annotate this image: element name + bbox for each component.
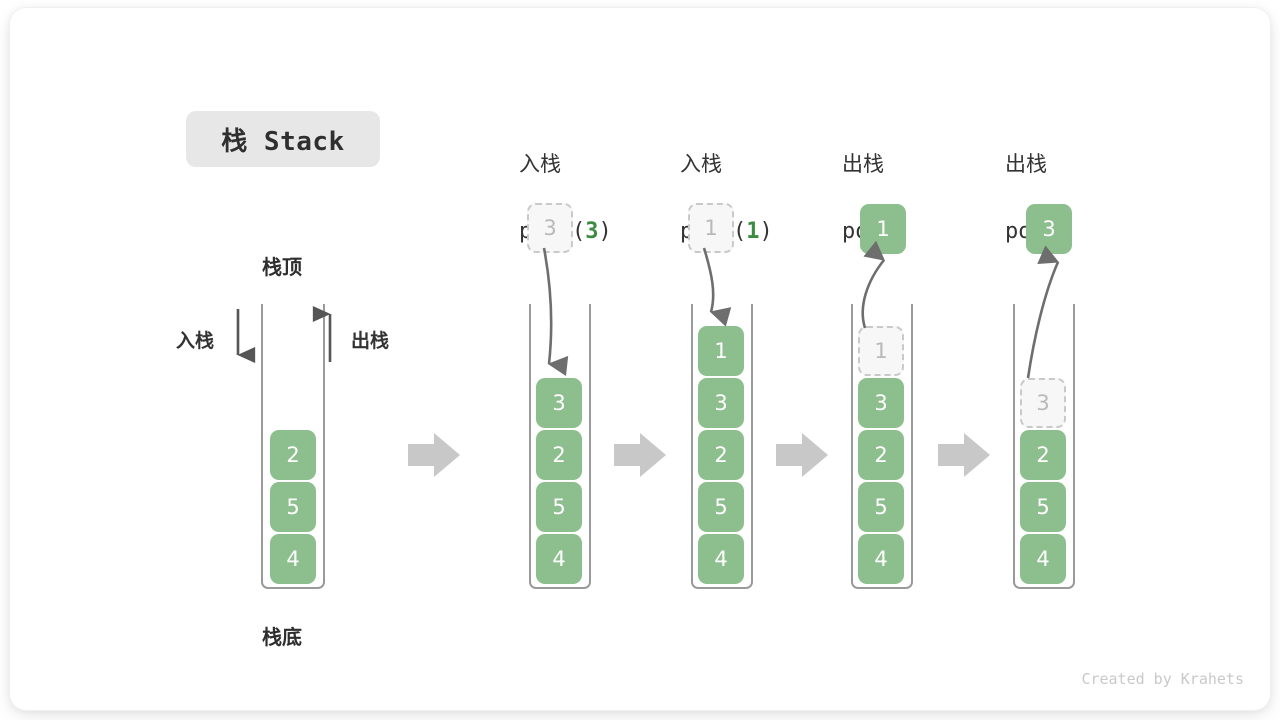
stack-bottom-label: 栈底 [262, 625, 302, 649]
stack-tube-push-3 [529, 304, 591, 589]
stack-cell: 5 [1020, 482, 1066, 532]
stack-cell: 5 [858, 482, 904, 532]
credit-label: Created by Krahets [1081, 670, 1244, 688]
stack-cell: 2 [270, 430, 316, 480]
stack-cell: 2 [1020, 430, 1066, 480]
popped-cell: 3 [1026, 204, 1072, 254]
step-arrow [776, 433, 828, 477]
step-arrow [938, 433, 990, 477]
stack-cell: 3 [698, 378, 744, 428]
column-header-pop-1: 出栈 pop() [842, 112, 908, 286]
stack-tube-initial [261, 304, 325, 589]
step-arrow [614, 433, 666, 477]
push-direction-label: 入栈 [176, 330, 215, 352]
column-header-cn: 入栈 [680, 152, 722, 176]
stack-cell: 4 [858, 534, 904, 584]
code-arg: 1 [746, 219, 760, 244]
diagram-stage: 栈 Stack 栈顶 入栈 出栈 2 5 4 栈底 入栈 push(3) 3 3… [10, 8, 1270, 710]
stack-cell: 2 [698, 430, 744, 480]
stack-cell: 5 [270, 482, 316, 532]
stack-cell: 5 [698, 482, 744, 532]
popped-cell: 1 [860, 204, 906, 254]
stack-cell: 5 [536, 482, 582, 532]
column-header-cn: 入栈 [519, 152, 561, 176]
stack-cell: 3 [858, 378, 904, 428]
stack-top-label: 栈顶 [262, 255, 302, 279]
code-arg: 3 [585, 219, 599, 244]
stack-ghost-cell: 3 [1020, 378, 1066, 428]
stack-cell: 2 [858, 430, 904, 480]
stack-ghost-cell: 1 [858, 326, 904, 376]
floating-ghost-cell: 3 [527, 203, 573, 253]
column-header-cn: 出栈 [1005, 152, 1047, 176]
column-header-pop-3: 出栈 pop() [1005, 112, 1071, 286]
diagram-card: 栈 Stack 栈顶 入栈 出栈 2 5 4 栈底 入栈 push(3) 3 3… [10, 8, 1270, 710]
stack-cell: 4 [270, 534, 316, 584]
stack-cell: 4 [698, 534, 744, 584]
stack-tube-push-1 [691, 304, 753, 589]
column-header-cn: 出栈 [842, 152, 884, 176]
stack-cell: 4 [536, 534, 582, 584]
stack-tube-pop-1 [851, 304, 913, 589]
column-header-push-1: 入栈 push(1) [680, 112, 773, 286]
step-arrow [408, 433, 460, 477]
title-pill: 栈 Stack [186, 111, 380, 167]
code-post: ) [759, 219, 773, 244]
stack-cell: 4 [1020, 534, 1066, 584]
pop-direction-label: 出栈 [351, 330, 390, 352]
floating-ghost-cell: 1 [688, 203, 734, 253]
code-post: ) [598, 219, 612, 244]
column-header-push-3: 入栈 push(3) [519, 112, 612, 286]
stack-cell: 1 [698, 326, 744, 376]
stack-cell: 3 [536, 378, 582, 428]
stack-tube-pop-3 [1013, 304, 1075, 589]
stack-cell: 2 [536, 430, 582, 480]
